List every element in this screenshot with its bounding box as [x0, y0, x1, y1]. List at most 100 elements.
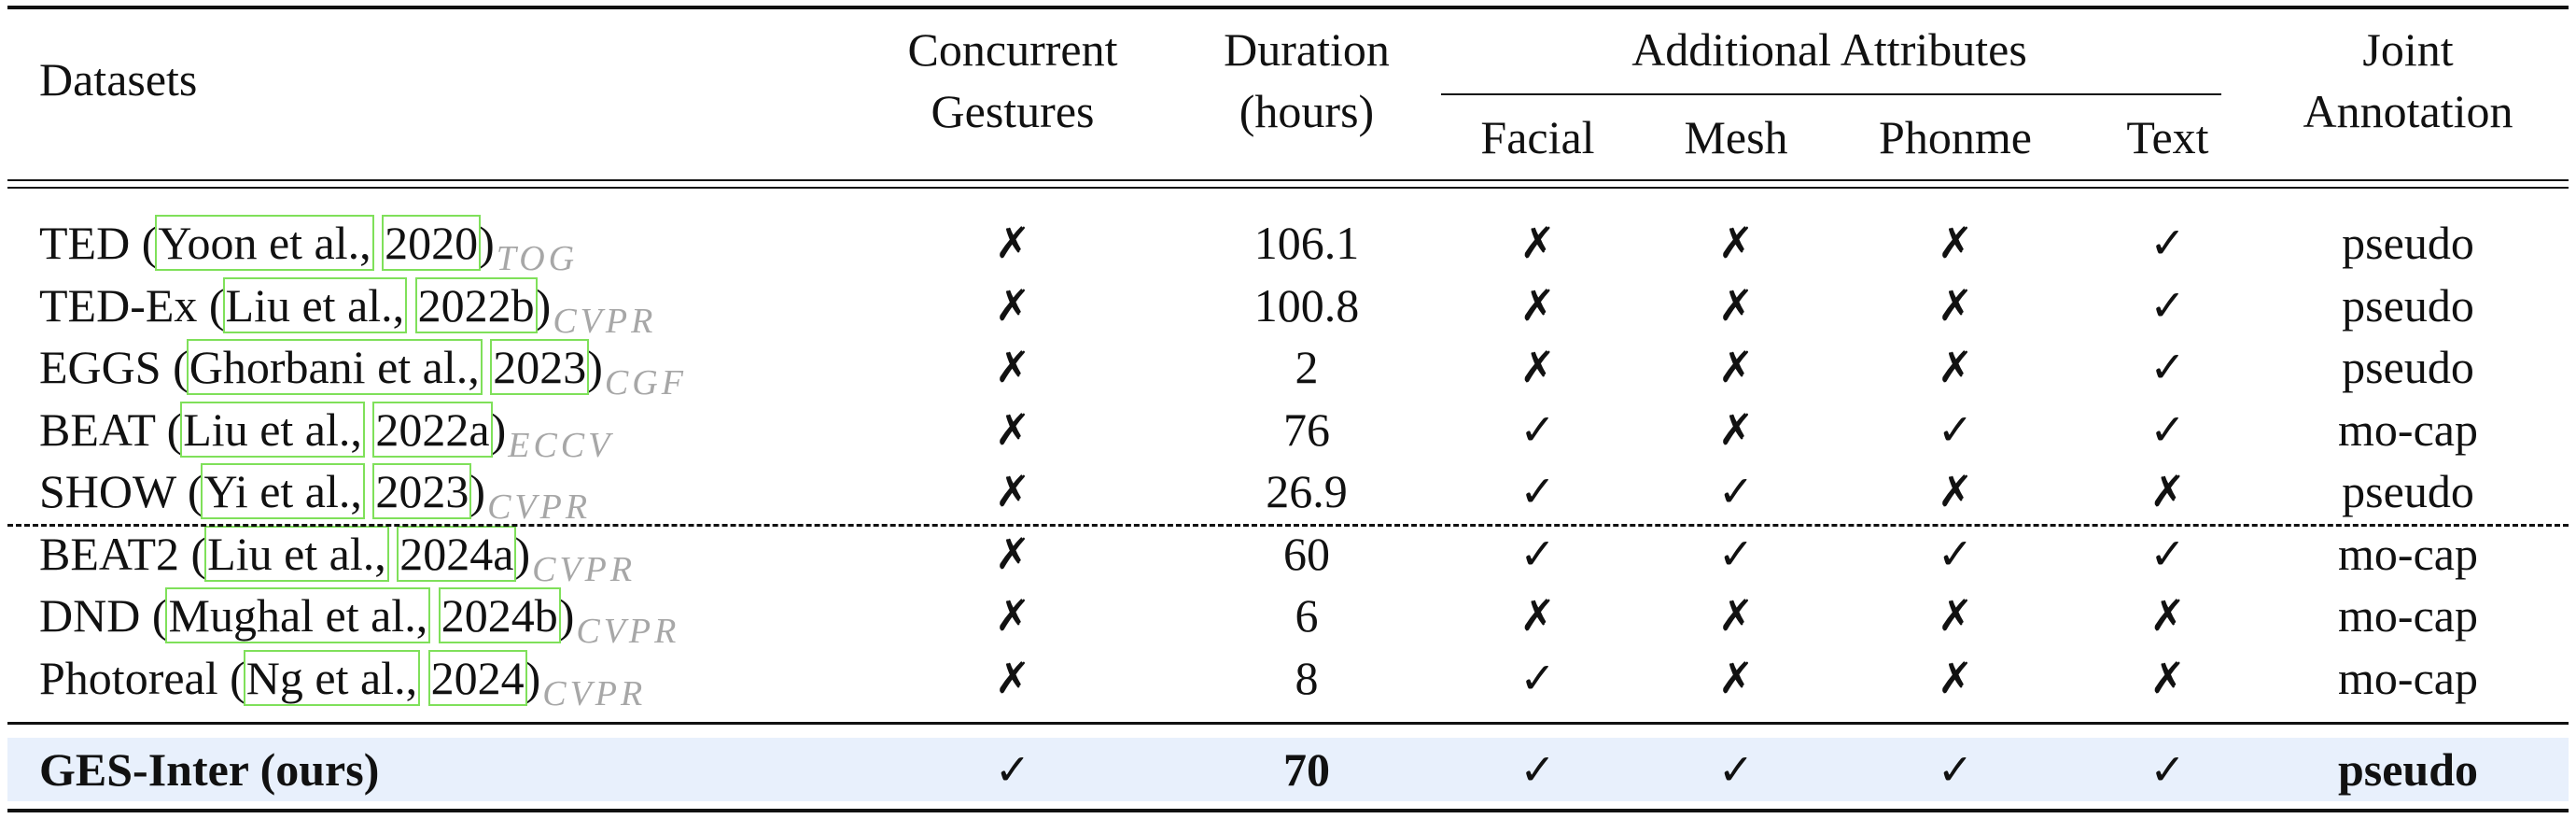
dataset-label: TED: [39, 217, 131, 269]
cell-facial: ✓: [1519, 466, 1556, 516]
cell-text: ✗: [2149, 466, 2186, 516]
close-paren: ): [535, 279, 552, 332]
cell-joint: mo-cap: [2338, 589, 2478, 642]
header-text: Text: [2126, 111, 2209, 163]
citation-sep: [363, 465, 375, 517]
header-concurrent-gestures: Concurrent Gestures: [868, 19, 1157, 142]
header-phonme: Phonme: [1879, 111, 2032, 163]
cell-mesh: ✓: [1717, 529, 1755, 579]
close-paren: ): [469, 465, 486, 517]
cell-phonme: ✓: [1937, 404, 1974, 455]
citation-sep: [372, 217, 385, 269]
citation-sep: [363, 403, 375, 456]
citation-year: 2022b: [414, 277, 538, 333]
ours-facial: ✓: [1519, 744, 1556, 795]
close-paren: ): [587, 341, 603, 393]
header-facial: Facial: [1480, 111, 1595, 163]
header-rule-1: [7, 179, 2569, 181]
bottom-rule: [7, 809, 2569, 812]
cell-text: ✗: [2149, 590, 2186, 641]
dataset-name: TED (Yoon et al., 2020)TOG: [39, 215, 578, 287]
cell-phonme: ✗: [1937, 218, 1974, 268]
cell-mesh: ✗: [1717, 218, 1755, 268]
citation-author: Yi et al.,: [201, 463, 365, 519]
ours-highlight: [7, 738, 2569, 801]
cell-concurrent: ✗: [994, 404, 1031, 455]
ours-text: ✓: [2149, 744, 2186, 795]
top-rule: [7, 6, 2569, 9]
cell-joint: pseudo: [2342, 465, 2474, 517]
cell-phonme: ✗: [1937, 342, 1974, 392]
cell-mesh: ✗: [1717, 342, 1755, 392]
cell-concurrent: ✗: [994, 218, 1031, 268]
open-paren: (: [197, 279, 225, 332]
cell-text: ✓: [2149, 218, 2186, 268]
ours-duration: 70: [1283, 743, 1330, 796]
cell-concurrent: ✗: [994, 529, 1031, 579]
dataset-name: DND (Mughal et al., 2024b)CVPR: [39, 587, 679, 659]
close-paren: ): [514, 528, 531, 580]
citation-year: 2022a: [372, 402, 493, 458]
citation-sep: [387, 528, 399, 580]
citation-year: 2024a: [397, 526, 517, 582]
citation-sep: [428, 589, 441, 642]
cell-concurrent: ✗: [994, 466, 1031, 516]
ours-phonme: ✓: [1937, 744, 1974, 795]
header-concurrent-line2: Gestures: [931, 85, 1095, 137]
header-joint-line2: Annotation: [2303, 85, 2513, 137]
cell-phonme: ✗: [1937, 590, 1974, 641]
cell-phonme: ✗: [1937, 466, 1974, 516]
close-paren: ): [558, 589, 575, 642]
cell-text: ✓: [2149, 529, 2186, 579]
citation-year: 2024: [427, 650, 527, 706]
venue-label: CVPR: [553, 302, 657, 341]
close-paren: ): [525, 652, 541, 704]
cell-facial: ✓: [1519, 404, 1556, 455]
cell-text: ✓: [2149, 280, 2186, 331]
header-concurrent-line1: Concurrent: [907, 23, 1118, 76]
cell-concurrent: ✗: [994, 342, 1031, 392]
dashed-separator: [7, 524, 2569, 527]
cell-duration: 2: [1295, 341, 1319, 393]
citation-year: 2023: [490, 339, 590, 395]
close-paren: ): [490, 403, 507, 456]
header-mesh: Mesh: [1684, 111, 1788, 163]
dataset-name: BEAT2 (Liu et al., 2024a)CVPR: [39, 526, 636, 598]
cell-phonme: ✗: [1937, 280, 1974, 331]
cell-duration: 60: [1283, 528, 1330, 580]
cell-joint: mo-cap: [2338, 403, 2478, 456]
cell-facial: ✗: [1519, 590, 1556, 641]
dataset-label: BEAT2: [39, 528, 179, 580]
dataset-name: SHOW (Yi et al., 2023)CVPR: [39, 463, 591, 535]
header-rule-2: [7, 187, 2569, 189]
cell-concurrent: ✗: [994, 590, 1031, 641]
citation-author: Ghorbani et al.,: [186, 339, 483, 395]
cell-mesh: ✗: [1717, 590, 1755, 641]
cell-phonme: ✓: [1937, 529, 1974, 579]
header-additional-attributes: Additional Attributes: [1631, 23, 2027, 76]
cell-phonme: ✗: [1937, 653, 1974, 703]
dataset-name: Photoreal (Ng et al., 2024)CVPR: [39, 650, 646, 722]
citation-author: Liu et al.,: [222, 277, 408, 333]
cell-joint: mo-cap: [2338, 528, 2478, 580]
citation-year: 2024b: [438, 587, 561, 643]
cell-text: ✗: [2149, 653, 2186, 703]
header-duration-line1: Duration: [1224, 23, 1390, 76]
cell-joint: mo-cap: [2338, 652, 2478, 704]
cell-joint: pseudo: [2342, 279, 2474, 332]
close-paren: ): [479, 217, 495, 269]
cell-duration: 106.1: [1253, 217, 1360, 269]
open-paren: (: [217, 652, 245, 704]
cell-facial: ✗: [1519, 280, 1556, 331]
citation-author: Mughal et al.,: [165, 587, 431, 643]
open-paren: (: [130, 217, 158, 269]
dataset-name: EGGS (Ghorbani et al., 2023)CGF: [39, 339, 687, 411]
cell-facial: ✓: [1519, 653, 1556, 703]
dataset-label: Photoreal: [39, 652, 218, 704]
open-paren: (: [179, 528, 207, 580]
cell-facial: ✗: [1519, 342, 1556, 392]
citation-sep: [405, 279, 417, 332]
header-duration-line2: (hours): [1239, 85, 1375, 137]
dataset-name: TED-Ex (Liu et al., 2022b)CVPR: [39, 277, 656, 349]
cell-mesh: ✗: [1717, 280, 1755, 331]
